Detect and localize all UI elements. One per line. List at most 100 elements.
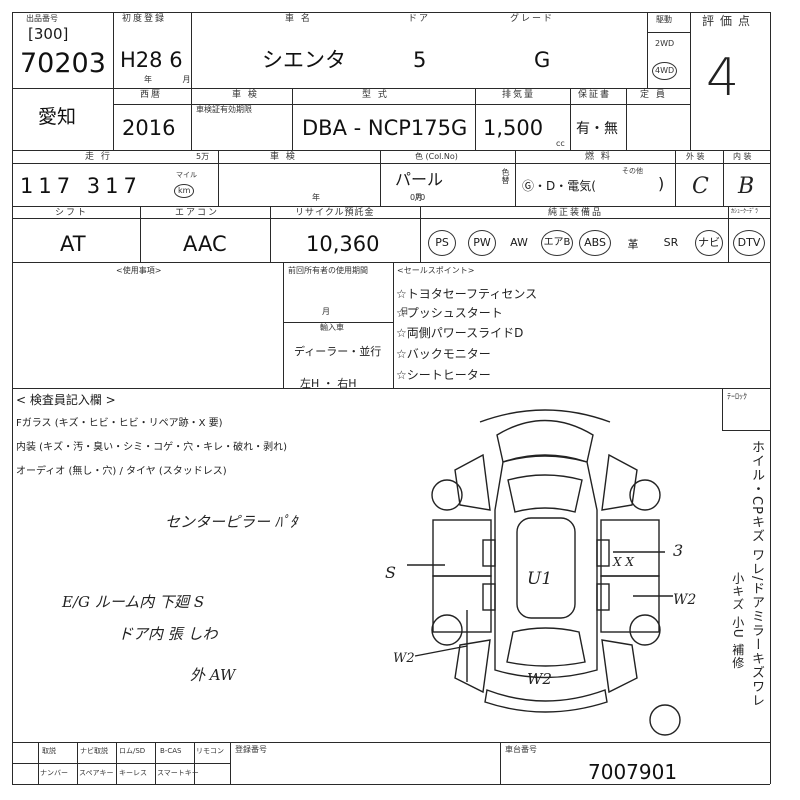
mark-right-low: W2 xyxy=(673,592,696,608)
mileage-prefix: 5万 xyxy=(196,152,210,161)
wheel-front-left xyxy=(431,479,463,511)
import-label: 輸入車 xyxy=(320,323,344,332)
drive-2wd: 2WD xyxy=(655,39,675,48)
equip-aw: AW xyxy=(510,236,528,249)
frame-bottom xyxy=(12,784,770,785)
first-reg-label: 初度登録 xyxy=(122,14,167,24)
doors-label: ドア xyxy=(408,14,431,24)
mark-roof: U1 xyxy=(527,569,552,589)
tv-label: ｶｼｭｰｸｰﾃﾞﾗ xyxy=(731,208,759,215)
spare-wheel xyxy=(649,704,681,736)
recycle-value: 10,360 xyxy=(306,232,380,256)
inspection-sub: 車検証有効期限 xyxy=(196,105,252,114)
color-swap: 色替 xyxy=(501,168,510,184)
row3-bottom xyxy=(12,206,770,207)
wheel-rear-right xyxy=(629,614,661,646)
equip-label: 純正装備品 xyxy=(548,208,604,218)
footer-top xyxy=(12,742,770,743)
drive-sub xyxy=(647,32,690,33)
r3-div1 xyxy=(218,150,219,206)
first-reg-value: H28 6 xyxy=(120,48,183,72)
score-value: 4 xyxy=(706,48,740,108)
r3-sub xyxy=(12,163,770,164)
reg-label: 登録番号 xyxy=(235,745,267,754)
front-bumper xyxy=(479,409,611,423)
mark-left-low: W2 xyxy=(393,651,415,666)
chassis-label: 車台番号 xyxy=(505,745,537,754)
model-label: 車 名 xyxy=(285,14,312,24)
warranty-label: 保証書 xyxy=(578,90,612,100)
turlock-div xyxy=(722,388,723,430)
venue-label: 出品番号 xyxy=(26,14,58,23)
ac-label: エアコン xyxy=(175,208,220,218)
wheel-rear-left xyxy=(431,614,463,646)
r1-div2 xyxy=(191,12,192,88)
right-rear-panel xyxy=(596,583,610,611)
sales-label: <セールスポイント> xyxy=(397,266,475,275)
front-left-fender xyxy=(454,453,491,511)
audio-line: オーディオ (無し・穴) / タイヤ (スタッドレス) xyxy=(16,466,227,477)
equip-dtv: DTV xyxy=(733,230,765,256)
r4-div3 xyxy=(420,206,421,262)
middle-bottom xyxy=(12,388,770,389)
hand-note-4: 外 AW xyxy=(190,666,236,684)
r2-div1 xyxy=(113,88,114,150)
opt-rom: ロム/SD xyxy=(119,747,146,755)
inspector-title: < 検査員記入欄 > xyxy=(16,393,116,407)
r4-div4 xyxy=(728,206,729,262)
r3-div2 xyxy=(380,150,381,206)
lot-number: 70203 xyxy=(20,48,106,79)
first-reg-unit: 年 月 xyxy=(144,75,205,84)
r4-div2 xyxy=(270,206,271,262)
lot-prefix: [300] xyxy=(28,25,69,43)
wheel-front-right xyxy=(629,479,661,511)
sales-point-4: ☆バックモニター xyxy=(396,347,491,361)
displacement-value: 1,500 xyxy=(483,116,544,140)
r3-div3 xyxy=(515,150,516,206)
sales-point-1: ☆トヨタセーフティセンス xyxy=(396,287,538,301)
year-label: 西暦 xyxy=(140,90,163,100)
mark-left: S xyxy=(385,563,396,582)
windshield xyxy=(507,474,583,513)
exterior-value: C xyxy=(692,174,709,199)
ft-div6 xyxy=(500,742,501,784)
rear-left-fender xyxy=(454,639,491,694)
turlock-bottom xyxy=(722,430,770,431)
sales-point-2: ☆プッシュスタート xyxy=(396,306,503,320)
mid-div2 xyxy=(393,262,394,388)
opt-bcas: B-CAS xyxy=(160,747,182,755)
side-legend-sub: 小キズ 小U 補修 xyxy=(730,572,745,670)
side-legend-main: ホイル・CPキズ ワレ/ドアミラーキズワレ xyxy=(748,440,764,708)
opt-keyless: キーレス xyxy=(119,769,147,777)
car-damage-diagram: S U1 W2 3 W2 W2 X X xyxy=(385,409,696,736)
row1-bottom xyxy=(12,88,690,89)
right-rear-door xyxy=(600,575,660,633)
drive-4wd: 4WD xyxy=(652,62,678,80)
r2-sub xyxy=(113,104,690,105)
r2-div6 xyxy=(626,88,627,150)
chassis-value: 7007901 xyxy=(588,760,678,784)
r2-div5 xyxy=(570,88,571,150)
opt-navi-manual: ナビ取説 xyxy=(80,747,108,755)
inspection2-date: 年 月 xyxy=(312,193,469,202)
interior-line: 内装 (キズ・汚・臭い・シミ・コゲ・穴・キレ・破れ・剥れ) xyxy=(16,442,287,453)
equip-abs: ABS xyxy=(579,230,611,256)
r4-div1 xyxy=(140,206,141,262)
r2-div4 xyxy=(475,88,476,150)
interior-label: 内 装 xyxy=(733,152,752,161)
drive-label: 駆動 xyxy=(656,15,672,24)
mileage-label: 走 行 xyxy=(85,152,112,162)
mileage-unit-a: マイル xyxy=(176,171,197,179)
mileage-unit-b: km xyxy=(174,184,195,198)
score-label: 評価点 xyxy=(702,14,757,28)
turlock-label: ﾃｰﾛｯｸ xyxy=(727,392,747,401)
type-value: DBA - NCP175G xyxy=(302,116,468,140)
color-code: 070 xyxy=(410,193,426,202)
fuel-value: Ⓖ・D・電気( xyxy=(522,179,596,193)
year-value: 2016 xyxy=(122,116,176,140)
equip-airbag: エアB xyxy=(541,230,573,256)
exterior-label: 外 装 xyxy=(686,152,705,161)
equip-leather: 革 xyxy=(627,238,639,251)
inspection-label: 車 検 xyxy=(232,90,259,100)
